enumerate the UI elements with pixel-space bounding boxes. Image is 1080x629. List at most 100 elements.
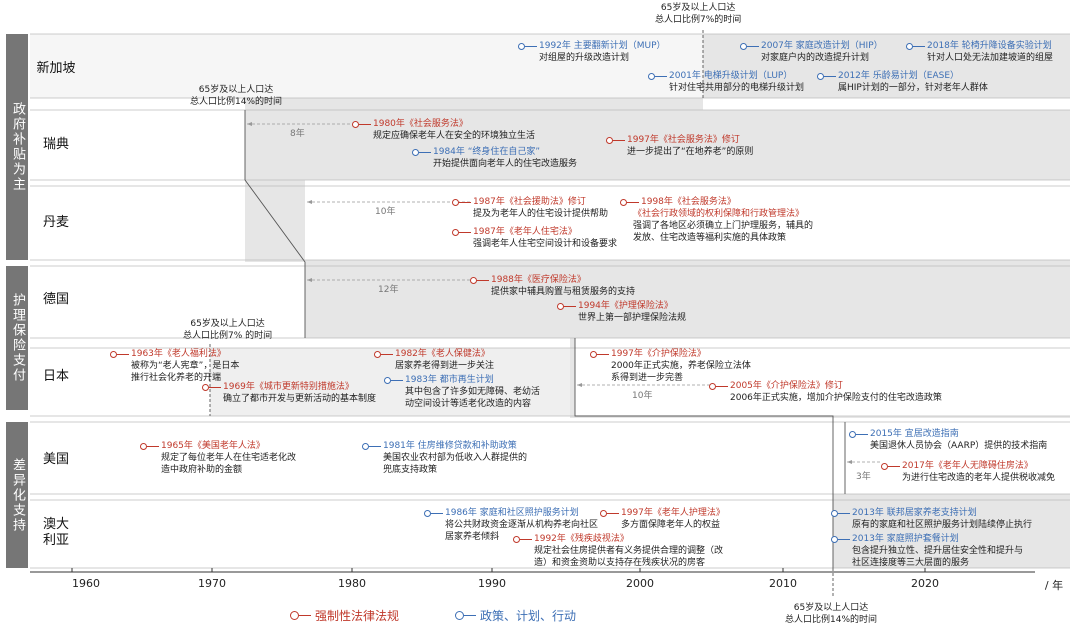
aging-shaded-region (245, 34, 1070, 568)
event-title: 1987年《社会援助法》修订 (473, 197, 586, 207)
tick-2000: 2000 (626, 577, 654, 590)
event-description: 世界上第一部护理保险法规 (578, 313, 687, 323)
event-description: 对组屋的升级改造计划 (539, 53, 630, 63)
country-japan: 日本 (42, 368, 69, 384)
event-description: 针对住宅共用部分的电梯升级计划 (669, 83, 805, 93)
red-circle-icon (110, 350, 117, 358)
event-description: 属HIP计划的一部分，针对老年人群体 (838, 83, 988, 93)
event-us2: 1981年 住房维修贷款和补助政策美国农业农村部为低收入人群提供的兜底支持政策 (362, 440, 527, 476)
event-description: 系得到进一步完善 (611, 373, 684, 383)
event-description: 将公共财政资金逐渐从机构养老向社区 (445, 520, 599, 530)
red-circle-icon (881, 462, 888, 470)
event-au2: 1997年《老年人护理法》多方面保障老年人的权益 (600, 507, 725, 531)
event-description: 兜底支持政策 (383, 465, 438, 475)
event-title: 1992年《残疾歧视法》 (534, 534, 629, 544)
annotation-usa-aging: 65岁及以上人口达总人口比例14%的时间 (785, 603, 878, 625)
event-dk4: 1987年《老年人住宅法》强调老年人住宅空间设计和设备要求 (452, 226, 617, 250)
event-title: 1983年 都市再生计划 (405, 375, 494, 385)
event-title: 1963年《老人福利法》 (131, 349, 226, 359)
event-title: 《社会行政领域的权利保障和行政管理法》 (633, 209, 805, 219)
tick-1990: 1990 (478, 577, 506, 590)
event-title: 1994年《护理保险法》 (578, 301, 673, 311)
red-circle-icon (452, 198, 459, 206)
event-description: 提及为老年人的住宅设计提供帮助 (473, 209, 609, 219)
country-usa: 美国 (42, 451, 69, 467)
event-description: 造中政府补助的金额 (161, 465, 243, 475)
event-au3: 1992年《残疾歧视法》规定社会住房提供者有义务提供合理的调整（改造）和资金资助… (513, 533, 723, 569)
event-jp5: 1997年《介护保险法》 2000年正式实施，养老保险立法体系得到进一步完善 (590, 348, 751, 384)
blue-circle-icon (648, 72, 655, 80)
event-de2: 1994年《护理保险法》世界上第一部护理保险法规 (557, 300, 686, 324)
country-denmark: 丹麦 (42, 214, 69, 230)
event-jp3: 1982年《老人保健法》居家养老得到进一步关注 (374, 348, 494, 372)
event-us3: 2015年 宜居改造指南美国退休人员协会（AARP）提供的技术指南 (849, 428, 1047, 452)
event-title: 1986年 家庭和社区照护服务计划 (445, 508, 579, 518)
event-description: 规定社会住房提供者有义务提供合理的调整（改 (534, 546, 724, 556)
tick-2020: 2020 (911, 577, 939, 590)
event-description: 2000年正式实施，养老保险立法体 (611, 361, 751, 371)
event-title: 1984年 “终身住在自己家” (433, 147, 541, 157)
event-title: 2005年《介护保险法》修订 (730, 381, 843, 391)
blue-circle-icon (412, 148, 419, 156)
event-sg2: 2007年 家庭改造计划（HIP）对家庭户内的改造提升计划 (740, 40, 883, 64)
red-circle-icon (557, 302, 564, 310)
event-description: 发放、住宅改造等福利实施的具体政策 (633, 233, 787, 243)
blue-circle-icon (831, 509, 838, 517)
annotation-japan-aging: 65岁及以上人口达总人口比例7% 的时间 (183, 319, 273, 341)
event-se1: 1980年《社会服务法》规定应确保老年人在安全的环境独立生活 (352, 118, 535, 142)
event-description: 为进行住宅改造的老年人提供税收减免 (902, 473, 1056, 483)
event-description: 推行社会化养老的开端 (131, 373, 222, 383)
axis-unit: / 年 (1044, 579, 1064, 592)
gap-japan: 10年 (632, 391, 653, 401)
event-title: 2013年 联邦居家养老支持计划 (852, 508, 977, 518)
red-circle-icon (513, 535, 520, 543)
group-government-subsidy: 政府补贴为主 (6, 34, 28, 260)
red-circle-icon (352, 120, 359, 128)
event-title: 2001年 电梯升级计划（LUP） (669, 71, 793, 81)
event-se2: 1997年《社会服务法》修订进一步提出了“在地养老”的原则 (606, 134, 753, 158)
event-description: 确立了都市开发与更新活动的基本制度 (223, 394, 377, 404)
event-title: 2013年 家庭照护套餐计划 (852, 534, 959, 544)
event-title: 2007年 家庭改造计划（HIP） (761, 41, 883, 51)
event-dk1: 1987年《社会援助法》修订提及为老年人的住宅设计提供帮助 (452, 196, 608, 220)
event-jp4: 1983年 都市再生计划其中包含了许多如无障碍、老幼活动空间设计等适老化改造的内… (384, 374, 540, 410)
event-title: 1980年《社会服务法》 (373, 119, 468, 129)
country-sweden: 瑞典 (42, 136, 69, 152)
event-description: 包含提升独立性、提升居住安全性和提升与 (852, 546, 1024, 556)
blue-circle-icon (518, 42, 525, 50)
event-sg4: 2001年 电梯升级计划（LUP） 针对住宅共用部分的电梯升级计划 (648, 70, 804, 94)
blue-circle-icon (817, 72, 824, 80)
blue-circle-icon (849, 430, 856, 438)
event-title: 2017年《老年人无障碍住房法》 (902, 461, 1033, 471)
event-title: 2015年 宜居改造指南 (870, 429, 959, 439)
tick-1980: 1980 (338, 577, 366, 590)
event-description: 美国退休人员协会（AARP）提供的技术指南 (870, 441, 1048, 451)
red-circle-icon (140, 442, 147, 450)
red-circle-icon (709, 382, 716, 390)
legend-blue: 政策、计划、行动 (455, 607, 576, 624)
event-title: 1981年 住房维修贷款和补助政策 (383, 441, 517, 451)
event-description: 多方面保障老年人的权益 (621, 520, 721, 530)
annotation-singapore-aging: 65岁及以上人口达总人口比例7%的时间 (655, 3, 742, 25)
event-title: 1997年《介护保险法》 (611, 349, 706, 359)
tick-1960: 1960 (72, 577, 100, 590)
event-title: 1988年《医疗保险法》 (491, 275, 586, 285)
event-description: 居家养老得到进一步关注 (395, 361, 495, 371)
blue-circle-icon (384, 376, 391, 384)
country-australia: 澳大利亚 (42, 517, 69, 548)
event-sg3: 2018年 轮椅升降设备实验计划针对人口处无法加建坡道的组屋 (906, 40, 1053, 64)
event-us1: 1965年《美国老年人法》规定了每位老年人在住宅适老化改造中政府补助的金额 (140, 440, 296, 476)
tick-2010: 2010 (769, 577, 797, 590)
blue-circle-icon (455, 611, 464, 620)
blue-circle-icon (424, 509, 431, 517)
event-sg5: 2012年 乐龄易计划（EASE）属HIP计划的一部分，针对老年人群体 (817, 70, 988, 94)
event-description: 动空间设计等适老化改造的内容 (405, 399, 532, 409)
event-description: 规定应确保老年人在安全的环境独立生活 (373, 131, 536, 141)
legend-red: 强制性法律法规 (290, 607, 399, 624)
event-se3: 1984年 “终身住在自己家”开始提供面向老年人的住宅改造服务 (412, 146, 577, 170)
event-description: 原有的家庭和社区照护服务计划陆续停止执行 (852, 520, 1033, 530)
event-description: 强调老年人住宅空间设计和设备要求 (473, 239, 618, 249)
red-circle-icon (620, 198, 627, 206)
